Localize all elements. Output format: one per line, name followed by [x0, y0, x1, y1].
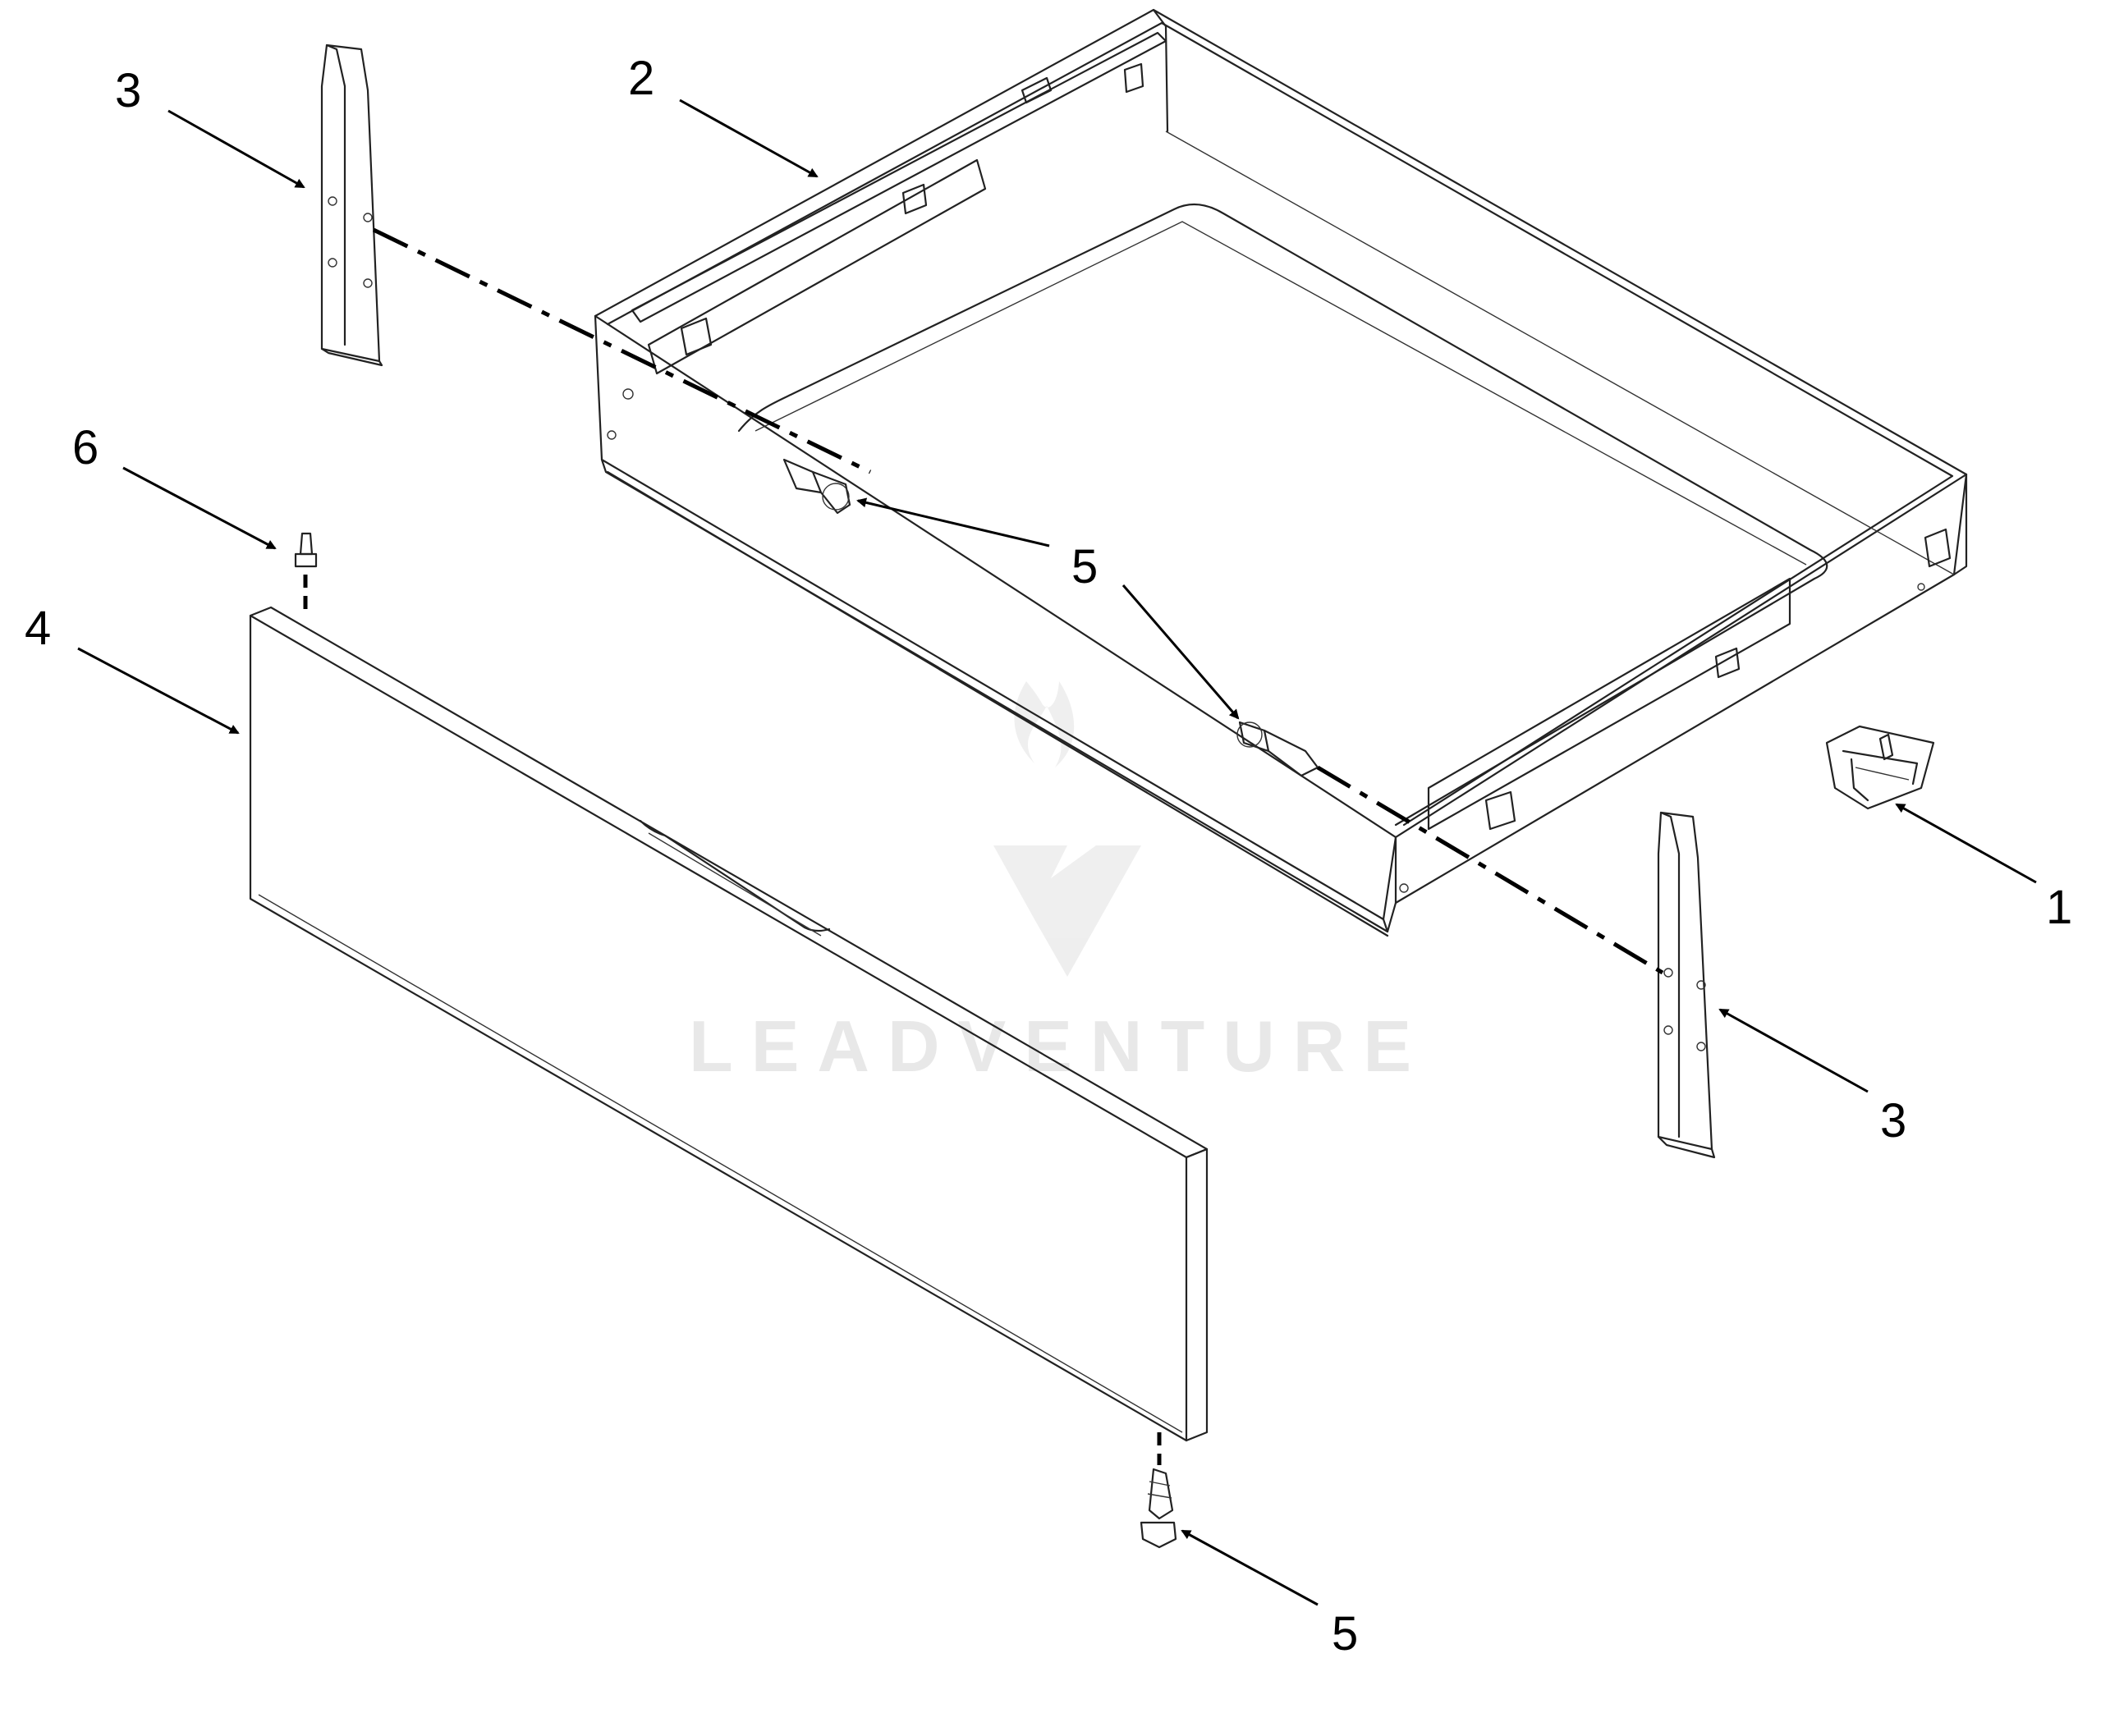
- callout-5-upper: 5: [1071, 540, 1098, 593]
- screw-bottom: [1140, 1468, 1177, 1549]
- leg-bracket-left: [320, 44, 383, 367]
- watermark-text: LEADVENTURE: [689, 1005, 1429, 1087]
- drawer-front-panel: [249, 606, 1209, 1442]
- callout-6: 6: [72, 421, 99, 474]
- callout-labels: 3 2 6 4 5 1 3 5: [25, 52, 2072, 1660]
- callout-3-top: 3: [115, 64, 141, 117]
- pin-part: [294, 532, 318, 568]
- alignment-lines: [303, 227, 1664, 1465]
- callout-3-bottom: 3: [1880, 1094, 1906, 1147]
- callout-2: 2: [628, 52, 654, 105]
- screw-middle: [1236, 721, 1319, 777]
- callout-5-bottom: 5: [1332, 1607, 1358, 1660]
- callout-1: 1: [2046, 881, 2072, 934]
- watermark: LEADVENTURE: [689, 681, 1429, 1087]
- clip-part: [1825, 725, 1935, 810]
- leg-bracket-right: [1657, 811, 1716, 1159]
- leader-arrows: [77, 98, 2037, 1606]
- drawer-body: [594, 8, 1968, 937]
- screw-upper-left: [782, 458, 851, 515]
- callout-4: 4: [25, 602, 51, 655]
